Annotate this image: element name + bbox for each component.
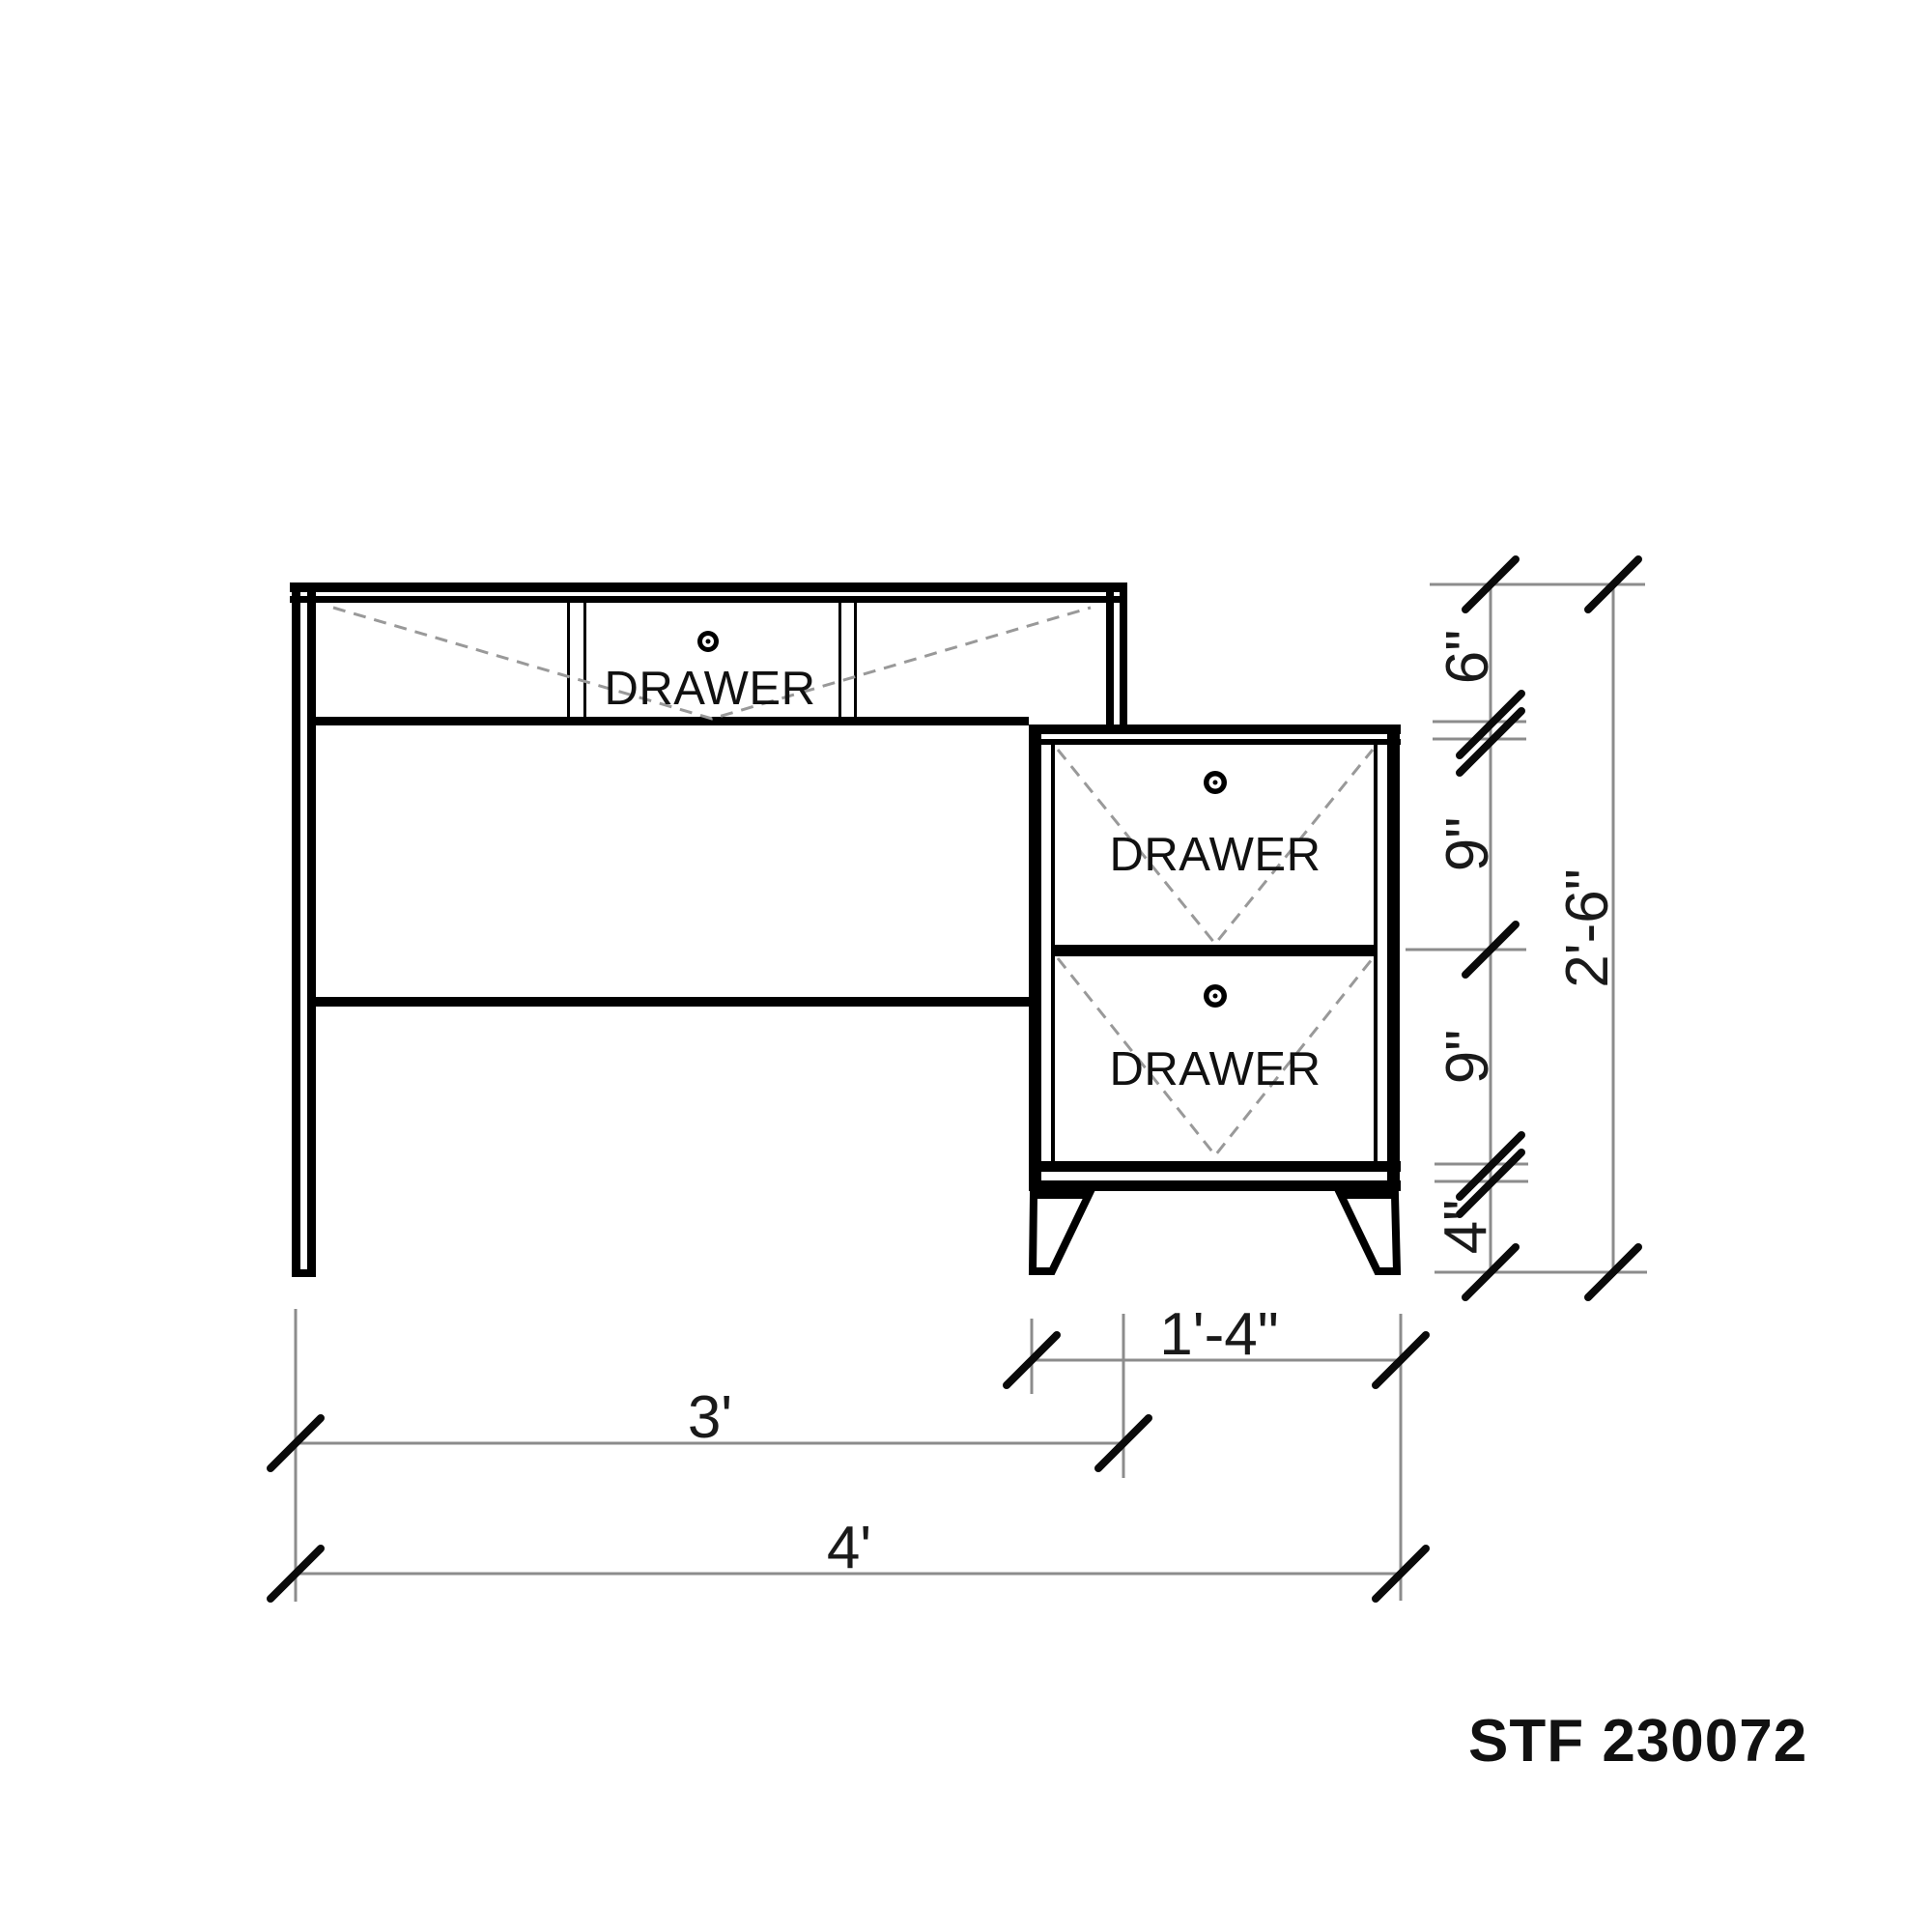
dim-label-overall-height: 2'-6" xyxy=(1554,868,1621,987)
desk-drawer-divider-left-a xyxy=(567,603,570,717)
cabinet-top-drawer-label: DRAWER xyxy=(1110,829,1321,881)
dim-tick xyxy=(1372,1545,1430,1603)
dim-tick xyxy=(1372,1331,1430,1389)
dim-tick xyxy=(1584,555,1642,613)
cabinet-bottom-upper-line xyxy=(1029,1161,1401,1172)
cabinet-bottom-lower-line xyxy=(1029,1180,1401,1191)
dim-tick xyxy=(1094,1414,1152,1472)
dim-break-mark xyxy=(1456,1131,1525,1201)
dim-label-top-drawer-height: 9" xyxy=(1435,817,1501,872)
cabinet-top-drawer-knob xyxy=(1204,771,1227,794)
cabinet-right-inner-line xyxy=(1374,745,1378,1161)
width-dimension-chain: 1'-4" 3' 4' xyxy=(267,1301,1430,1603)
desk-back-panel-bottom-line xyxy=(316,997,1029,1007)
dim-tick xyxy=(1462,1243,1520,1301)
dim-label-leg-height: 4" xyxy=(1433,1200,1499,1255)
desk-drawer-divider-right-a xyxy=(838,603,841,717)
cabinet-drawer-divider xyxy=(1055,945,1374,956)
dim-break-mark xyxy=(1456,707,1525,777)
cabinet-leg-right xyxy=(1334,1191,1402,1275)
cabinet-right-wall xyxy=(1387,724,1400,1191)
dim-tick xyxy=(1003,1331,1061,1389)
dim-tick xyxy=(1462,555,1520,613)
dim-label-cabinet-width: 1'-4" xyxy=(1159,1301,1278,1368)
pedestal-cabinet: DRAWER DRAWER xyxy=(1028,724,1402,1275)
desk: DRAWER xyxy=(290,582,1127,1277)
desk-drawer-divider-left-b xyxy=(583,603,586,717)
desk-end-panel-outer xyxy=(1120,582,1127,729)
desk-leg-left-inner-line xyxy=(307,582,316,1277)
dim-break-mark xyxy=(1456,690,1525,759)
dim-label-bottom-drawer-height: 9" xyxy=(1435,1030,1501,1085)
desk-drawer-knob xyxy=(697,631,719,652)
desk-drawer-divider-right-b xyxy=(854,603,857,717)
desk-drawer-label: DRAWER xyxy=(605,663,816,715)
desk-end-panel-inner xyxy=(1106,582,1114,729)
dim-label-overall-width: 4' xyxy=(827,1515,871,1581)
cabinet-top-lower-line xyxy=(1029,739,1401,745)
cabinet-left-inner-line xyxy=(1051,745,1055,1161)
dim-break-mark xyxy=(1456,1149,1525,1218)
desk-apron-bottom-line xyxy=(316,717,1029,725)
dim-tick xyxy=(1462,921,1520,979)
desk-leg-left-outer-line xyxy=(292,582,300,1277)
drawing-code: STF 230072 xyxy=(1468,1708,1807,1775)
cabinet-left-wall xyxy=(1029,724,1041,1191)
cabinet-bottom-drawer-knob xyxy=(1204,984,1227,1008)
height-dimension-chain: 6" 9" 9" 4" 2'-6" xyxy=(1406,555,1647,1301)
dim-tick xyxy=(1584,1243,1642,1301)
desk-leg-left-foot-cap xyxy=(292,1269,316,1277)
dim-label-apron-height: 6" xyxy=(1435,630,1501,685)
dim-tick xyxy=(267,1545,325,1603)
desk-top-lower-line xyxy=(290,596,1127,603)
desk-drawer-centerline xyxy=(332,606,1092,721)
cabinet-top-upper-line xyxy=(1029,724,1401,734)
dim-tick xyxy=(267,1414,325,1472)
cabinet-leg-left xyxy=(1028,1191,1095,1275)
desk-top-upper-line xyxy=(290,582,1127,592)
cabinet-bottom-drawer-label: DRAWER xyxy=(1110,1043,1321,1095)
dim-label-desk-width: 3' xyxy=(688,1384,732,1451)
